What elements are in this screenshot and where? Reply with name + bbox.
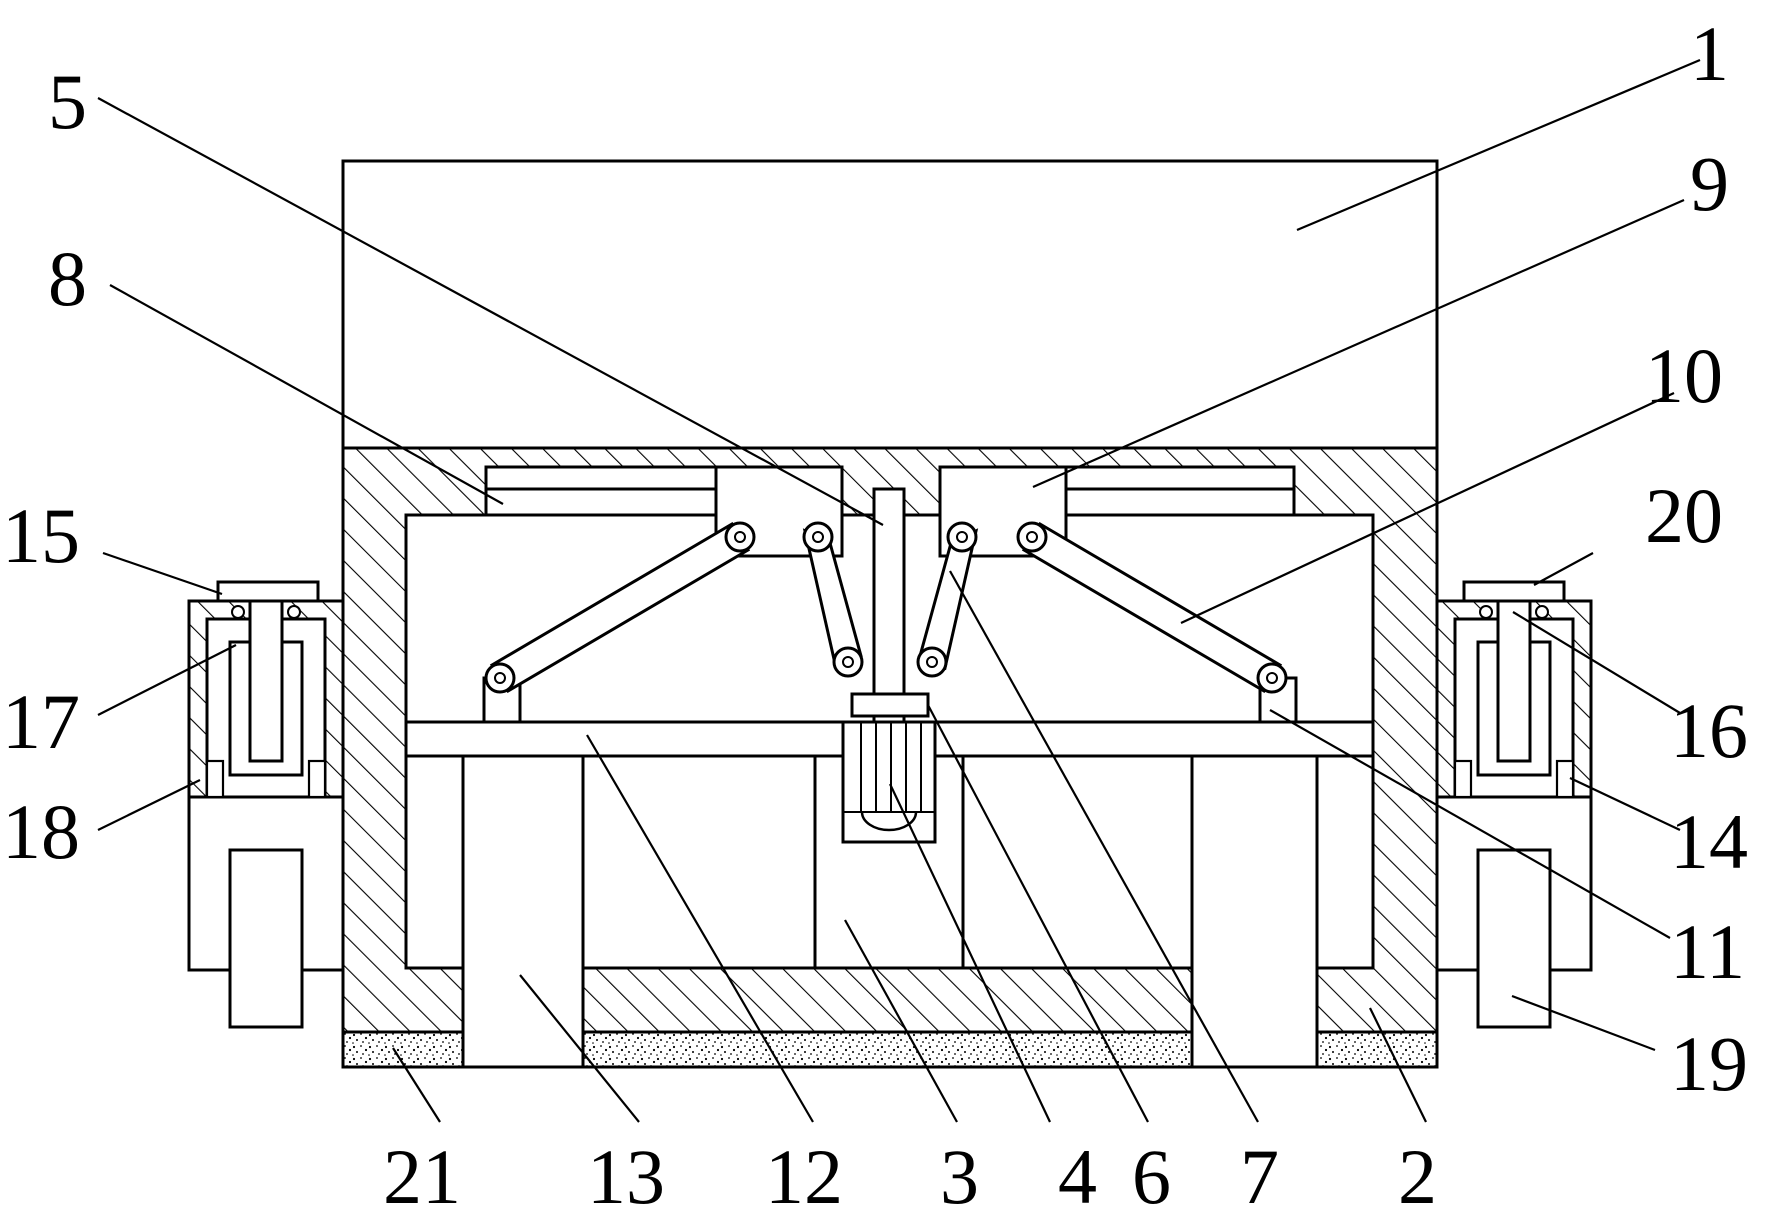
- center-rod: [872, 487, 906, 724]
- grain-strip-middle: [581, 1030, 1194, 1069]
- right-wheel-assembly: [1435, 580, 1593, 1029]
- label-11: 11: [1670, 908, 1745, 995]
- label-18: 18: [2, 788, 80, 875]
- label-5: 5: [48, 58, 87, 145]
- leader-lines: [97, 58, 1701, 1123]
- top-box: [341, 159, 1439, 450]
- label-7: 7: [1240, 1133, 1279, 1213]
- rail-right-top: [1058, 465, 1296, 491]
- short-link-right: [916, 521, 979, 678]
- label-6: 6: [1132, 1133, 1171, 1213]
- short-link-left: [802, 521, 864, 678]
- label-12: 12: [765, 1133, 843, 1213]
- label-20: 20: [1645, 472, 1723, 559]
- leg-right: [1190, 754, 1319, 1069]
- label-2: 2: [1398, 1133, 1437, 1213]
- link-arm-left: [484, 521, 756, 694]
- label-17: 17: [2, 678, 80, 765]
- label-9: 9: [1690, 140, 1729, 227]
- leg-left: [461, 754, 585, 1069]
- link-arm-right: [1016, 521, 1288, 694]
- motor: [841, 720, 937, 844]
- label-13: 13: [587, 1133, 665, 1213]
- label-10: 10: [1645, 332, 1723, 419]
- label-16: 16: [1670, 687, 1748, 774]
- left-wheel-assembly: [187, 580, 345, 1029]
- label-19: 19: [1670, 1020, 1748, 1107]
- label-8: 8: [48, 235, 87, 322]
- label-3: 3: [940, 1133, 979, 1213]
- label-14: 14: [1670, 798, 1748, 885]
- rail-left-top: [484, 465, 718, 491]
- label-4: 4: [1058, 1133, 1097, 1213]
- grain-strip-right: [1315, 1030, 1439, 1069]
- label-15: 15: [2, 492, 80, 579]
- rod-nut: [850, 692, 930, 718]
- label-1: 1: [1690, 10, 1729, 97]
- reference-labels: 1 9 10 20 16 14 11 19 2 7 6 4 3 12 13 21…: [2, 10, 1748, 1213]
- label-21: 21: [383, 1133, 461, 1213]
